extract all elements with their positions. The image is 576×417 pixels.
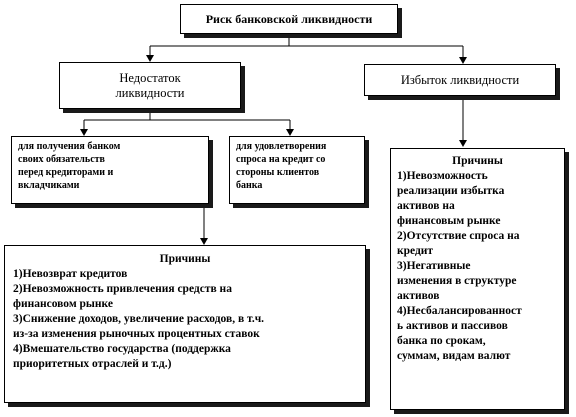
shortage-label-line1: Недостаток xyxy=(119,70,181,85)
surplus-reason-line: кредит xyxy=(397,245,434,257)
shortage-reason-line: финансовом рынке xyxy=(13,298,113,310)
shortage-obligations-node: для получения банком своих обязательств … xyxy=(11,136,209,204)
surplus-reason-line: 2)Отсутствие спроса на xyxy=(397,230,520,242)
surplus-reason-line: реализации избытка xyxy=(397,185,505,197)
surplus-reason-line: изменения в структуре xyxy=(397,275,517,287)
surplus-node: Избыток ликвидности xyxy=(364,64,556,96)
shortage-reason-line: из-за изменения рыночных процентных став… xyxy=(13,328,260,340)
surplus-reasons-heading: Причины xyxy=(452,155,503,167)
surplus-reason-line: активов xyxy=(397,290,440,302)
surplus-reason-line: активов на xyxy=(397,200,455,212)
surplus-reasons-box: Причины 1)Невозможность реализации избыт… xyxy=(390,148,565,410)
surplus-reason-line: 1)Невозможность xyxy=(397,170,488,182)
shortage-reason-line: 2)Невозможность привлечения средств на xyxy=(13,283,232,295)
shortage-reason-line: 4)Вмешательство государства (поддержка xyxy=(13,343,231,355)
shortage-reasons-heading: Причины xyxy=(159,253,211,265)
shortage-credit-demand-node: для удовлетворения спроса на кредит со с… xyxy=(229,136,365,204)
credit-demand-line: банка xyxy=(236,180,263,191)
shortage-label-line2: ликвидности xyxy=(115,85,185,100)
shortage-reason-line: приоритетных отраслей и т.д.) xyxy=(13,358,172,370)
surplus-label: Избыток ликвидности xyxy=(400,72,520,87)
surplus-reason-line: 3)Негативные xyxy=(397,260,471,272)
root-node: Риск банковской ликвидности xyxy=(180,4,398,34)
obligations-line: вкладчиками xyxy=(18,180,80,191)
obligations-line: своих обязательств xyxy=(18,154,105,165)
credit-demand-line: стороны клиентов xyxy=(236,167,320,178)
obligations-line: для получения банком xyxy=(18,141,121,152)
credit-demand-line: для удовлетворения xyxy=(236,141,327,152)
surplus-reason-line: финансовым рынке xyxy=(397,215,501,227)
root-label: Риск банковской ликвидности xyxy=(205,11,373,26)
surplus-reason-line: банка по срокам, xyxy=(397,335,486,347)
obligations-line: перед кредиторами и xyxy=(18,167,114,178)
credit-demand-line: спроса на кредит со xyxy=(236,154,326,165)
surplus-reason-line: ь активов и пассивов xyxy=(397,320,508,332)
shortage-reasons-box: Причины 1)Невозврат кредитов 2)Невозможн… xyxy=(4,245,366,403)
surplus-reason-line: 4)Несбалансированност xyxy=(397,305,522,317)
surplus-reason-line: суммам, видам валют xyxy=(397,350,511,362)
shortage-reason-line: 3)Снижение доходов, увеличение расходов,… xyxy=(13,313,265,325)
shortage-reason-line: 1)Невозврат кредитов xyxy=(13,268,128,280)
shortage-node: Недостаток ликвидности xyxy=(59,62,241,109)
